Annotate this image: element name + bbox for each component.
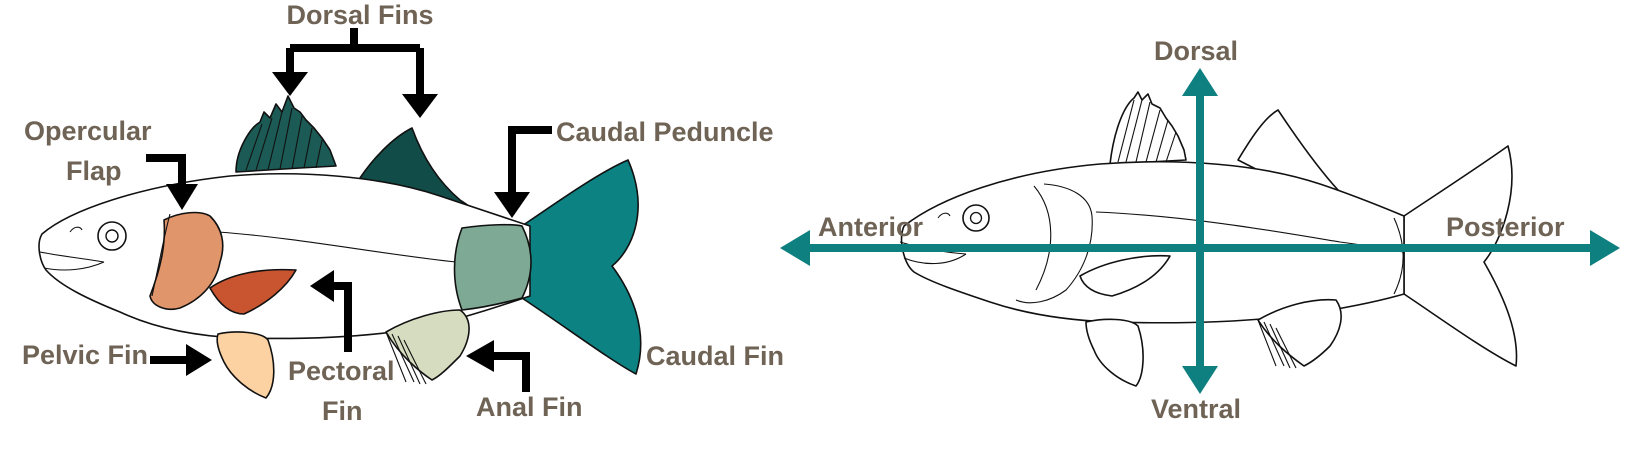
posterior-arrowhead bbox=[1590, 230, 1620, 266]
orientation-pelvic-fin bbox=[1085, 318, 1144, 387]
orientation-caudal-fin bbox=[1403, 145, 1518, 367]
opercular-flap-arrow bbox=[146, 154, 186, 188]
orientation-axes bbox=[780, 68, 1620, 394]
label-caudal-fin: Caudal Fin bbox=[646, 341, 784, 371]
dorsal-arrowhead bbox=[1182, 68, 1218, 96]
spiny-dorsal-fin bbox=[235, 95, 337, 173]
label-opercular-line1: Opercular bbox=[24, 116, 152, 146]
label-anterior: Anterior bbox=[818, 212, 924, 242]
label-pectoral-line1: Pectoral bbox=[288, 356, 395, 386]
caudal-fin bbox=[521, 159, 642, 375]
label-opercular-line2: Flap bbox=[66, 156, 122, 186]
anal-fin bbox=[385, 309, 470, 381]
label-caudal-peduncle: Caudal Peduncle bbox=[556, 117, 774, 147]
caudal-peduncle-arrow bbox=[508, 126, 552, 196]
anterior-arrowhead bbox=[780, 230, 810, 266]
orientation-fish-diagram: Dorsal Ventral Anterior Posterior bbox=[780, 36, 1620, 424]
pelvic-fin bbox=[216, 331, 275, 399]
dorsal-fins-bracket-arrow bbox=[286, 28, 424, 100]
ventral-arrowhead bbox=[1182, 366, 1218, 394]
label-anal-fin: Anal Fin bbox=[476, 392, 583, 422]
anal-fin-arrow bbox=[492, 352, 530, 392]
pectoral-fin bbox=[209, 268, 297, 315]
caudal-peduncle bbox=[453, 223, 532, 311]
spiny-dorsal-rays bbox=[245, 107, 323, 171]
orientation-pectoral-fin bbox=[1079, 254, 1171, 297]
label-ventral: Ventral bbox=[1151, 394, 1241, 424]
orientation-spiny-dorsal-fin bbox=[1109, 91, 1187, 165]
arrowhead-soft-dorsal bbox=[402, 94, 438, 118]
label-pectoral-line2: Fin bbox=[322, 396, 363, 426]
label-dorsal-fins: Dorsal Fins bbox=[286, 0, 433, 30]
label-pelvic-fin: Pelvic Fin bbox=[22, 340, 148, 370]
anal-fin-spines bbox=[385, 331, 427, 385]
fish-eye bbox=[97, 221, 127, 251]
label-posterior: Posterior bbox=[1446, 212, 1565, 242]
label-dorsal: Dorsal bbox=[1154, 36, 1238, 66]
labeled-fish-diagram: Dorsal Fins Opercular Flap Caudal Pedunc… bbox=[22, 0, 784, 426]
pectoral-fin-arrow bbox=[330, 282, 352, 352]
label-arrows bbox=[146, 28, 552, 392]
arrowhead-spiny-dorsal bbox=[272, 72, 308, 96]
